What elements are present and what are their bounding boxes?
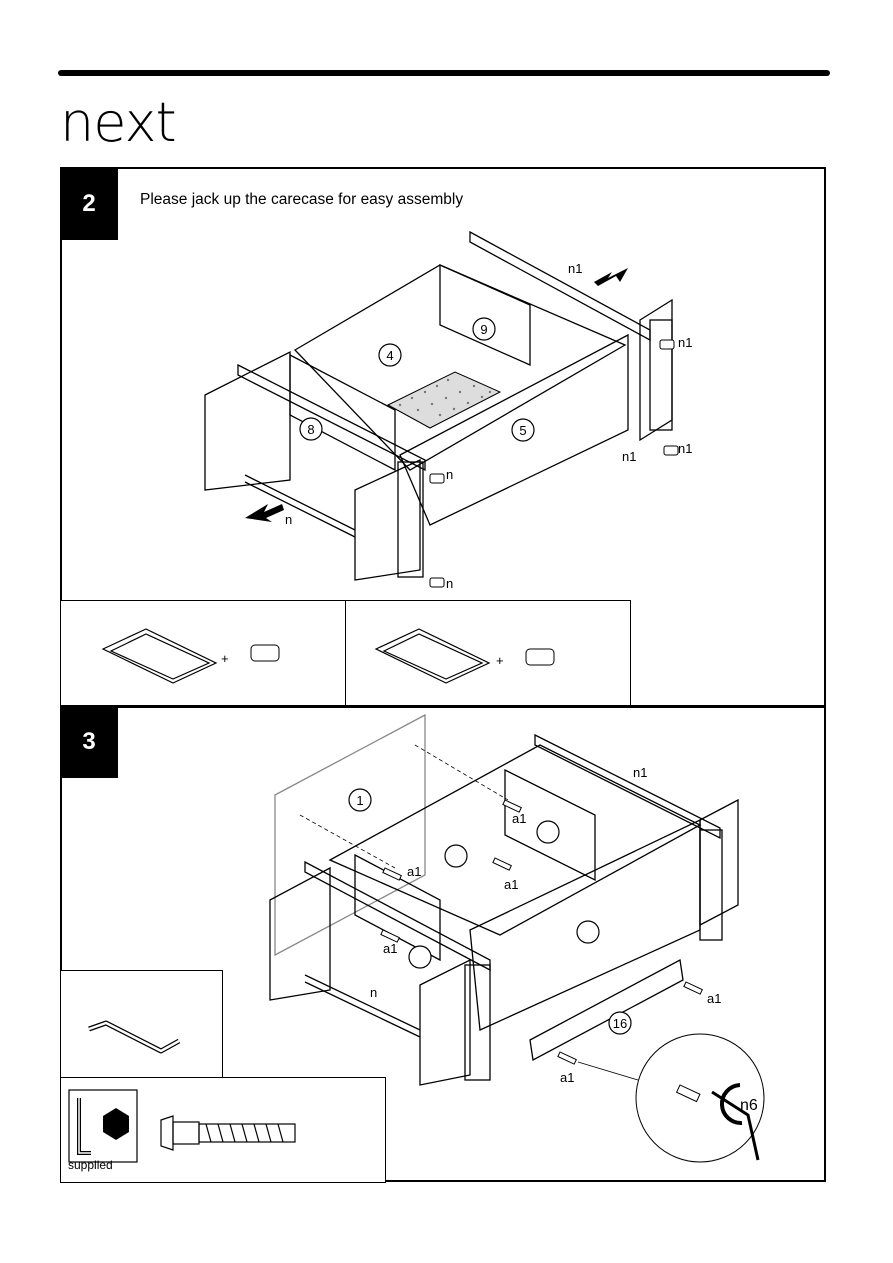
step-2-diagram: 4 9 8 5 n1 n1 n1 n1 n n n [204,230,692,591]
step-2-badge: 2 [60,168,118,240]
callout-label: n [285,512,292,527]
step-3-badge: 3 [60,706,118,778]
step-divider [60,705,826,708]
divider-panel-9 [439,263,531,367]
step-2-instruction: Please jack up the carecase for easy ass… [140,191,464,208]
part-number: 1 [356,793,363,808]
callout-label: n1 [678,335,692,350]
divider-panel [504,768,596,882]
callout-label: n [370,985,377,1000]
hex-icon [103,1108,129,1140]
top-rail-back [534,733,721,840]
arrow-icon [245,504,284,522]
part-number: 5 [519,423,526,438]
divider-panel [354,853,441,962]
plus-sign: + [496,653,504,668]
part-number: 9 [480,322,487,337]
part-number: 16 [613,1016,627,1031]
carcase-top-outline [293,264,627,471]
callout-label: n6 [740,1097,758,1114]
callout-label: n [446,576,453,591]
divider-panel-8 [289,353,396,472]
callout-label: a1 [407,864,421,879]
left-end-panel [269,866,331,1001]
part-pack-box-2: + [345,600,631,706]
left-side-panel [204,350,291,491]
plinth-panel-16 [529,958,684,1062]
rotate-arrow-icon [719,1083,743,1126]
callout-label: a1 [560,1070,574,1085]
callout-label: n1 [678,441,692,456]
hatched-shelf [386,371,502,429]
plus-sign: + [221,651,229,666]
allen-key-box [60,970,223,1078]
front-end-panel [419,958,471,1086]
callout-label: a1 [707,991,721,1006]
callout-label: n1 [633,765,647,780]
arrow-icon [594,268,628,286]
brand-logo: next [60,91,177,154]
callout-label: n [446,467,453,482]
callout-label: a1 [512,811,526,826]
part-pack-box-1: + [60,600,346,706]
foot-pad-icon [250,644,280,662]
top-rail-front [237,363,426,472]
supplied-label: supplied [68,1158,113,1172]
header-rule [58,70,830,76]
back-end-panel [699,798,739,927]
tool-supply-box [60,1077,386,1183]
foot-pad-icon [525,648,555,666]
part-number: 8 [307,422,314,437]
part-number: 4 [386,348,393,363]
callout-label: n1 [622,449,636,464]
callout-label: a1 [504,877,518,892]
detail-magnifier [635,1033,765,1163]
top-panel-1 [274,713,426,957]
screw-icon [160,1115,296,1151]
callout-label: n1 [568,261,582,276]
callout-label: a1 [383,941,397,956]
